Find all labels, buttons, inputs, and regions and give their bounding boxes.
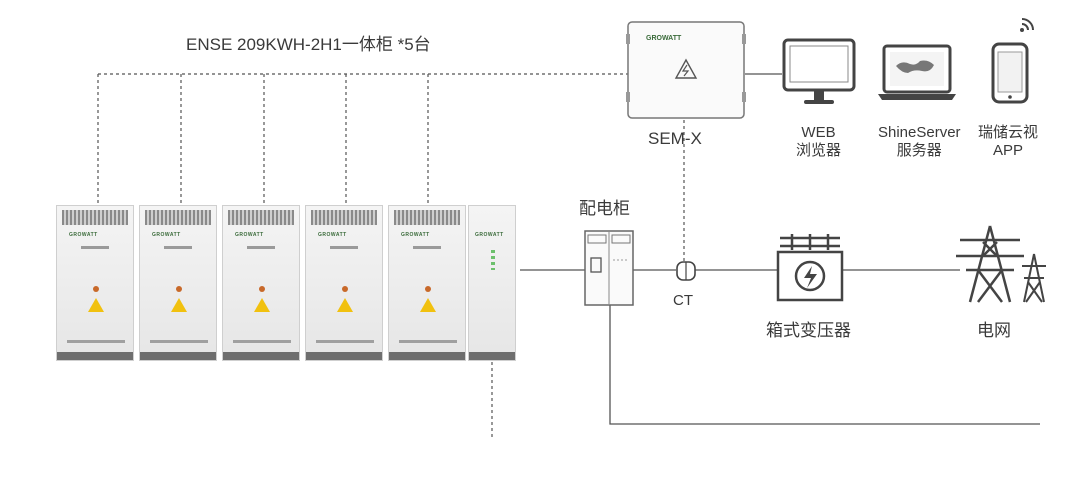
brand-label: GROWATT [235,232,264,238]
indicator-light [93,286,99,292]
battery-cabinet: GROWATT [388,205,466,361]
distribution-cabinet-icon [584,230,634,306]
server-label-line2: 服务器 [896,142,942,159]
monitor-icon [782,38,856,104]
battery-cabinet: GROWATT [305,205,383,361]
status-panel [164,246,192,249]
indicator-light [259,286,265,292]
status-panel [81,246,109,249]
brand-label: GROWATT [318,232,347,238]
sem-x-controller-icon [626,21,746,119]
vent-grille [62,210,128,225]
web-label-line1: WEB [801,124,836,141]
app-label-line1: 瑞储云视 [978,124,1039,141]
ct-label: CT [673,292,693,309]
cabinet-base [306,352,382,360]
control-cabinet: GROWATT [468,205,516,361]
vent-grille [145,210,211,225]
brand-label: GROWATT [475,232,504,238]
name-plate [150,340,208,343]
cabinet-base [469,352,515,360]
battery-cabinet: GROWATT [139,205,217,361]
laptop-icon [878,44,956,100]
name-plate [399,340,457,343]
ct-sensor-icon [676,261,696,281]
app-label: 瑞储云视 APP [978,124,1038,160]
indicator-light [342,286,348,292]
warning-icon [337,298,353,312]
system-title: ENSE 209KWH-2H1一体柜 *5台 [186,35,431,54]
warning-icon [171,298,187,312]
grid-label: 电网 [977,321,1011,340]
app-label-line2: APP [993,142,1024,159]
status-panel [330,246,358,249]
brand-label: GROWATT [401,232,430,238]
warning-icon [254,298,270,312]
vent-grille [394,210,460,225]
name-plate [67,340,125,343]
smartphone-icon [991,18,1034,104]
warning-icon [420,298,436,312]
vent-grille [311,210,377,225]
cabinet-base [57,352,133,360]
server-label: ShineServer 服务器 [878,124,961,160]
brand-label: GROWATT [69,232,98,238]
brand-label: GROWATT [152,232,181,238]
web-label-line2: 浏览器 [796,142,842,159]
name-plate [233,340,291,343]
vent-grille [228,210,294,225]
transformer-icon [776,234,844,302]
transformer-label: 箱式变压器 [766,321,851,340]
sem-brand-label: GROWATT [646,35,682,42]
battery-cabinet: GROWATT [56,205,134,361]
web-label: WEB 浏览器 [796,124,841,160]
battery-cabinet: GROWATT [222,205,300,361]
distribution-cabinet-label: 配电柜 [579,199,630,218]
wifi-icon [1020,18,1034,32]
name-plate [316,340,374,343]
power-tower-icon [956,225,1046,303]
cabinet-base [389,352,465,360]
server-label-line1: ShineServer [878,124,961,141]
indicator-light [425,286,431,292]
warning-icon [88,298,104,312]
cabinet-base [140,352,216,360]
status-leds [491,250,495,270]
ground-line [609,305,1040,425]
cabinet-base [223,352,299,360]
status-panel [413,246,441,249]
indicator-light [176,286,182,292]
sem-x-label: SEM-X [648,129,702,148]
status-panel [247,246,275,249]
